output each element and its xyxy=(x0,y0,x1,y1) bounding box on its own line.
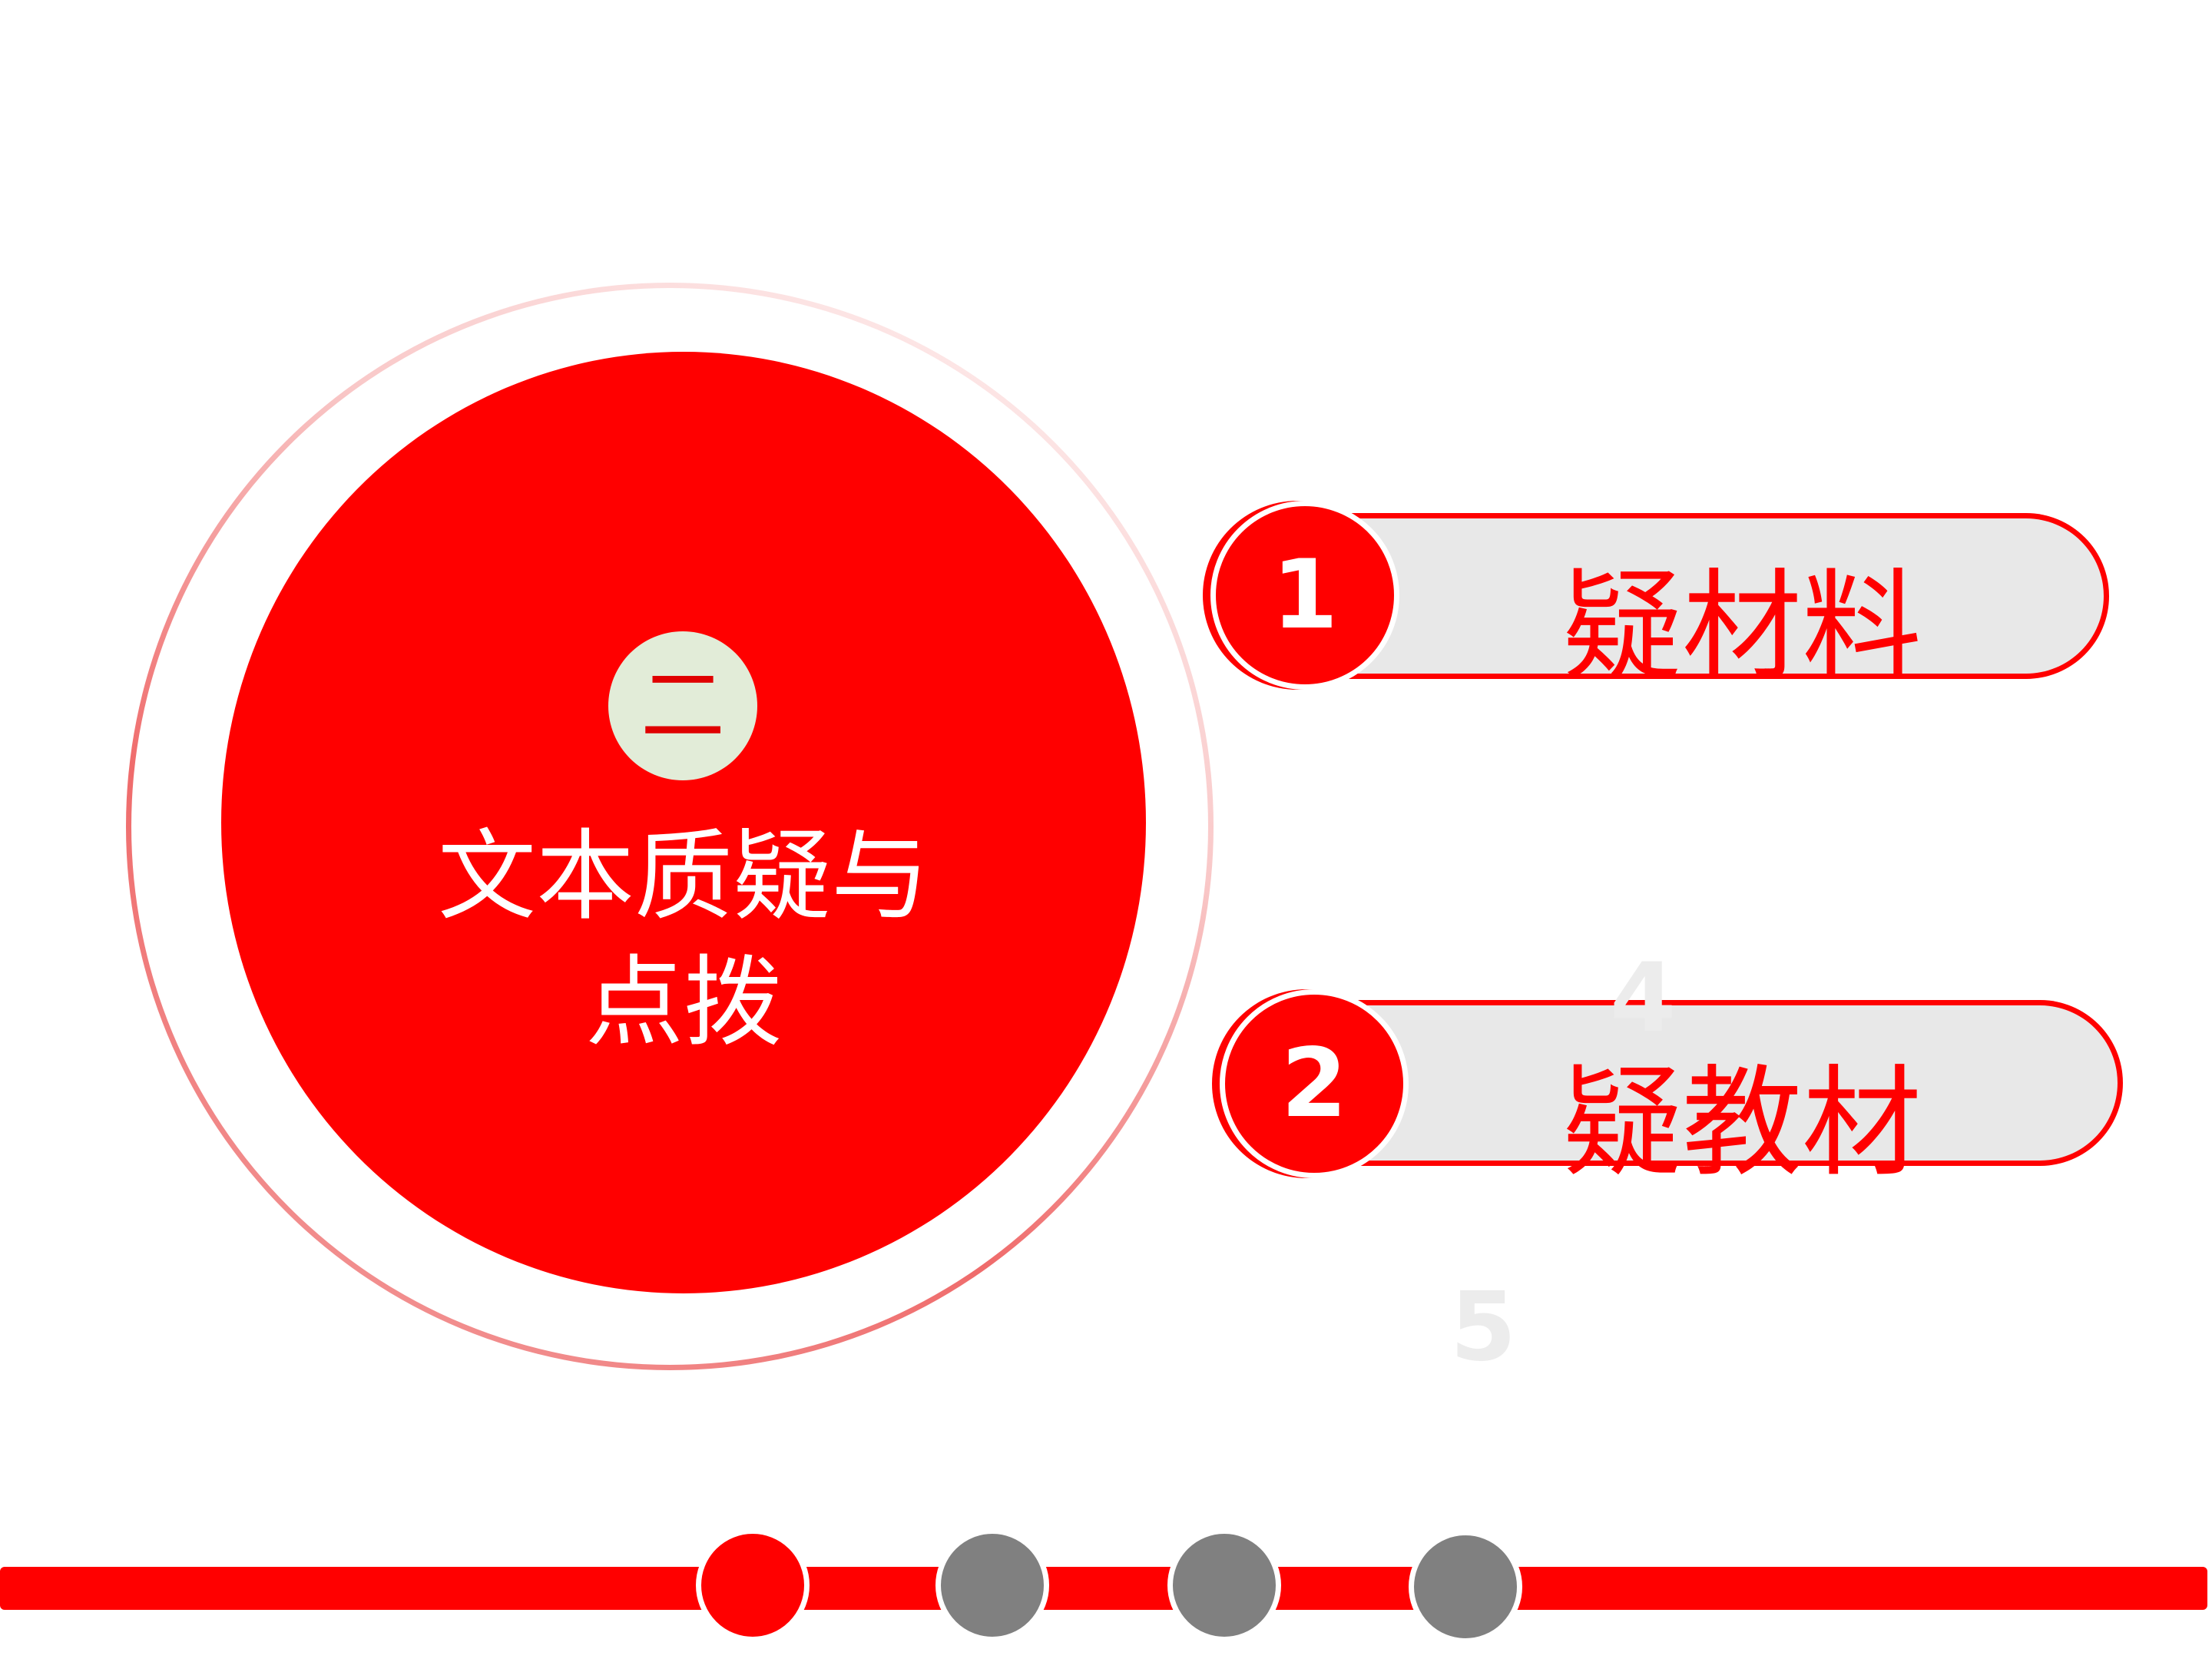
item-2-pill[interactable] xyxy=(1336,1000,2123,1166)
item-2-number: 2 xyxy=(1280,1028,1348,1139)
item-2-label: 疑教材 xyxy=(1562,1053,1922,1193)
ghost-number-4: 4 xyxy=(1610,943,1677,1054)
item-2-number-circle: 2 xyxy=(1220,989,1409,1178)
ghost-number-5: 5 xyxy=(1450,1272,1517,1382)
section-number: 二 xyxy=(641,657,725,755)
progress-dot-4[interactable] xyxy=(1409,1530,1522,1644)
progress-dot-1-active[interactable] xyxy=(696,1528,810,1642)
section-number-badge: 二 xyxy=(608,631,757,780)
progress-track xyxy=(0,1567,2207,1610)
progress-dot-3[interactable] xyxy=(1167,1528,1281,1642)
section-title-line-2: 点拨 xyxy=(584,945,782,1060)
item-1-number: 1 xyxy=(1271,540,1339,651)
item-1-pill[interactable] xyxy=(1336,513,2109,679)
item-1-number-circle: 1 xyxy=(1210,501,1399,690)
progress-dot-2[interactable] xyxy=(935,1528,1049,1642)
section-title-line-1: 文本质疑与 xyxy=(437,820,929,934)
item-1-label: 疑材料 xyxy=(1562,557,1922,697)
section-title: 文本质疑与 点拨 xyxy=(369,814,998,1066)
section-circle xyxy=(221,352,1146,1293)
